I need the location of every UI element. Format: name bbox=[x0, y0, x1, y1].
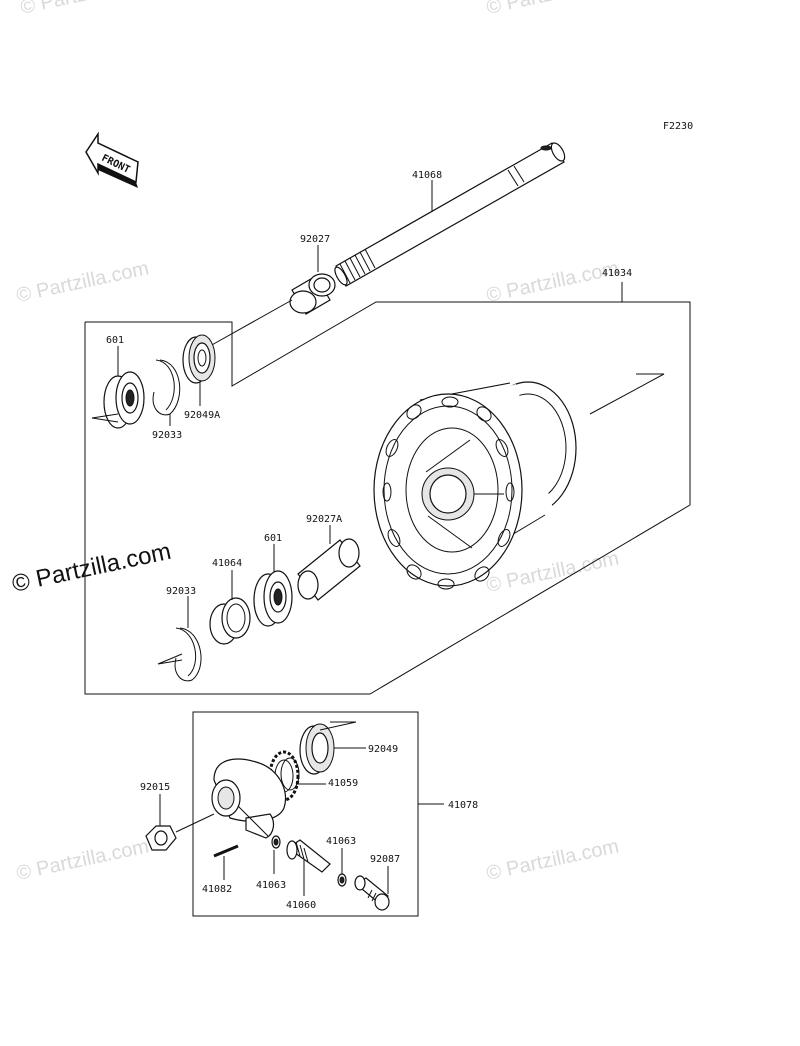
seal-left-part bbox=[182, 334, 216, 384]
callout-41059: 41059 bbox=[328, 778, 358, 789]
circlip-left-part bbox=[152, 359, 181, 416]
circlip-mid-part bbox=[174, 627, 202, 682]
front-arrow-icon: FRONT bbox=[85, 131, 139, 188]
gearbox-group-outline bbox=[192, 711, 419, 917]
bearing-mid-part bbox=[253, 570, 293, 627]
watermark-main: © Partzilla.com bbox=[10, 538, 174, 598]
callout-92027: 92027 bbox=[300, 234, 330, 245]
callout-92049A: 92049A bbox=[184, 410, 220, 421]
callout-92027A: 92027A bbox=[306, 514, 342, 525]
gearbox-housing-part bbox=[211, 758, 287, 839]
callout-92033-mid: 92033 bbox=[166, 586, 196, 597]
watermark: © Partzilla.com bbox=[484, 547, 620, 597]
watermark: © Partzilla.com bbox=[484, 0, 620, 19]
collar-mid-part bbox=[297, 538, 361, 601]
retainer-part bbox=[209, 597, 251, 645]
wheel-hub-part bbox=[373, 381, 577, 590]
callout-601-left: 601 bbox=[106, 335, 124, 346]
nut-part bbox=[145, 825, 177, 851]
watermark: © Partzilla.com bbox=[484, 835, 620, 885]
washer-b-part bbox=[337, 873, 347, 887]
watermark: © Partzilla.com bbox=[14, 257, 150, 307]
callout-41078: 41078 bbox=[448, 800, 478, 811]
collar-part bbox=[289, 273, 336, 315]
watermark: © Partzilla.com bbox=[14, 835, 150, 885]
bush-part bbox=[354, 875, 390, 911]
callout-41034: 41034 bbox=[602, 268, 632, 279]
hub-group-outline bbox=[84, 301, 691, 695]
pinion-part bbox=[286, 839, 331, 873]
bearing-left-part bbox=[103, 371, 145, 429]
axle-part bbox=[334, 142, 566, 287]
washer-a-part bbox=[271, 835, 281, 849]
callout-41068: 41068 bbox=[412, 170, 442, 181]
watermark: © Partzilla.com bbox=[484, 257, 620, 307]
seal-gear-part bbox=[299, 723, 335, 775]
figure-code: F2230 bbox=[663, 121, 693, 132]
callout-41060: 41060 bbox=[286, 900, 316, 911]
callout-92015: 92015 bbox=[140, 782, 170, 793]
callout-92087: 92087 bbox=[370, 854, 400, 865]
callout-41064: 41064 bbox=[212, 558, 242, 569]
callout-41063-b: 41063 bbox=[326, 836, 356, 847]
callout-601-mid: 601 bbox=[264, 533, 282, 544]
callout-92049: 92049 bbox=[368, 744, 398, 755]
callout-41082: 41082 bbox=[202, 884, 232, 895]
watermark: © Partzilla.com bbox=[18, 0, 154, 19]
pin-part bbox=[213, 844, 239, 858]
callout-92033-left: 92033 bbox=[152, 430, 182, 441]
axle-direction-marker bbox=[589, 373, 665, 415]
callout-41063-a: 41063 bbox=[256, 880, 286, 891]
